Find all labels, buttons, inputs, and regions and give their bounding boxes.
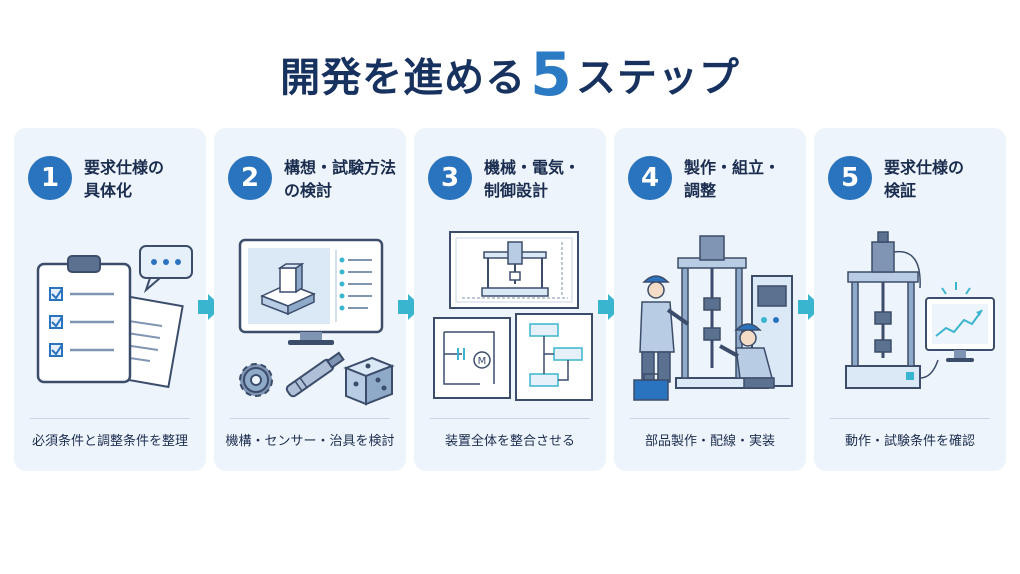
step-caption: 動作・試験条件を確認: [844, 434, 975, 449]
step-header: 1 要求仕様の 具体化: [28, 154, 198, 214]
step-caption: 必須条件と調整条件を整理: [31, 434, 188, 449]
step-header: 4 製作・組立・ 調整: [628, 154, 798, 214]
title-number: 5: [530, 40, 572, 110]
arrow-right-icon: [394, 292, 424, 322]
step-number-badge: 3: [428, 156, 472, 200]
step-card-2: 2 構想・試験方法 の検討: [214, 128, 406, 471]
step-card-3: 3 機械・電気・ 制御設計 M: [414, 128, 606, 471]
step-header: 3 機械・電気・ 制御設計: [428, 154, 598, 214]
step-card-4: 4 製作・組立・ 調整: [614, 128, 806, 471]
step-title: 要求仕様の 具体化: [84, 158, 165, 200]
step-card-1: 1 要求仕様の 具体化: [14, 128, 206, 471]
step-caption: 機構・センサー・治具を検討: [225, 434, 395, 449]
step-number-badge: 4: [628, 156, 672, 200]
step-card-5: 5 要求仕様の 検証: [814, 128, 1006, 471]
step-number-badge: 2: [228, 156, 272, 200]
test-machine-monitor-icon: [822, 228, 998, 418]
step-title: 製作・組立・ 調整: [684, 158, 781, 200]
svg-text:M: M: [478, 356, 487, 367]
card-divider: [830, 418, 990, 419]
card-divider: [430, 418, 590, 419]
arrow-right-icon: [594, 292, 624, 322]
arrow-right-icon: [194, 292, 224, 322]
card-divider: [30, 418, 190, 419]
card-divider: [230, 418, 390, 419]
design-drawings-icon: M: [422, 228, 598, 418]
title-suffix: ステップ: [575, 55, 740, 101]
cad-monitor-icon: [222, 228, 398, 418]
arrow-right-icon: [794, 292, 824, 322]
step-header: 5 要求仕様の 検証: [828, 154, 998, 214]
step-number-badge: 1: [28, 156, 72, 200]
step-caption: 装置全体を整合させる: [444, 434, 575, 449]
step-header: 2 構想・試験方法 の検討: [228, 154, 398, 214]
clipboard-checklist-icon: [22, 228, 198, 418]
step-number-badge: 5: [828, 156, 872, 200]
step-title: 構想・試験方法 の検討: [284, 158, 397, 200]
step-caption: 部品製作・配線・実装: [644, 434, 775, 449]
workers-assembly-icon: [622, 228, 798, 418]
step-title: 機械・電気・ 制御設計: [484, 158, 581, 200]
step-title: 要求仕様の 検証: [884, 158, 965, 200]
title-main: 開発を進める: [280, 55, 527, 101]
card-divider: [630, 418, 790, 419]
